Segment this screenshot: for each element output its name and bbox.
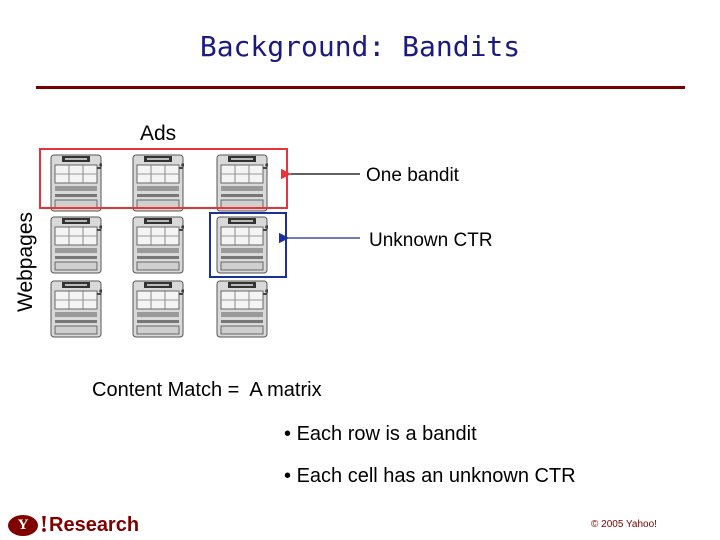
content-match-label: Content Match = [92,379,240,401]
one-bandit-label: One bandit [366,165,459,186]
unknown-ctr-label: Unknown CTR [369,230,493,251]
cell-highlight-box [209,212,287,278]
bullet-item: • Each row is a bandit [284,423,477,445]
yahoo-badge-icon: Y [8,514,38,536]
content-match-line: Content Match = A matrix [92,379,322,402]
slide-title: Background: Bandits [199,30,521,63]
logo-bang: ! [40,511,48,538]
yahoo-research-logo: Y ! Research [8,512,139,538]
bullet-item: • Each cell has an unknown CTR [284,465,576,487]
copyright-notice: © 2005 Yahoo! [591,519,657,530]
matrix-label: A matrix [249,379,322,401]
title-divider [36,86,685,89]
logo-text: Research [49,513,140,536]
bullet-text: Each cell has an unknown CTR [296,465,576,487]
ads-axis-label: Ads [140,122,177,145]
bullet-text: Each row is a bandit [296,423,477,445]
